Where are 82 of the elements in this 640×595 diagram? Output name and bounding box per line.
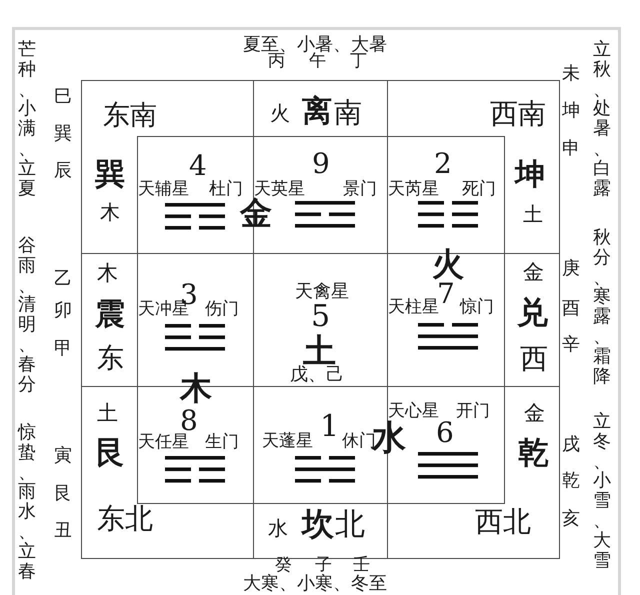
- branch-label: 丙: [268, 53, 285, 70]
- palace-number: 5: [311, 302, 330, 332]
- gate-name: 生门: [205, 434, 239, 451]
- star-name: 天任星: [138, 434, 189, 451]
- stem-label: 戊、己: [290, 366, 344, 384]
- element-label: 土: [97, 403, 118, 424]
- element-label: 水: [268, 518, 288, 538]
- direction-label: 西南: [490, 100, 546, 128]
- direction-label: 东北: [97, 505, 153, 533]
- branch-label: 未: [562, 65, 580, 83]
- solar-terms-label: 立冬、小雪、大雪: [593, 412, 611, 570]
- palace-number: 9: [312, 150, 330, 178]
- branch-label: 坤: [562, 102, 580, 120]
- trigram-name: 震: [95, 300, 125, 330]
- star-name: 天蓬星: [262, 433, 313, 450]
- branch-label: 巽: [54, 125, 72, 143]
- solar-terms-label: 秋分、寒露、霜降: [593, 228, 611, 386]
- gate-name: 景门: [343, 181, 377, 198]
- solar-terms-label: 惊蛰、雨水、立春: [18, 423, 36, 582]
- element-label: 火: [270, 103, 290, 123]
- element-label: 土: [523, 204, 543, 224]
- palace-number: 2: [434, 150, 452, 178]
- branch-label: 申: [562, 140, 580, 158]
- solar-terms-label: 夏至、小暑、大暑: [243, 36, 387, 54]
- trigram-name: 艮: [95, 438, 126, 469]
- branch-label: 庚: [562, 260, 580, 278]
- star-name: 天禽星: [295, 283, 349, 301]
- element-label: 火: [432, 248, 464, 280]
- direction-label: 西: [520, 345, 548, 373]
- branch-label: 亥: [562, 510, 580, 528]
- solar-terms-label: 谷雨、清明、春分: [18, 236, 36, 394]
- palace-number: 1: [320, 412, 340, 442]
- gate-name: 伤门: [205, 301, 239, 318]
- gate-name: 死门: [462, 181, 496, 198]
- branch-label: 午: [309, 53, 326, 70]
- star-name: 天辅星: [138, 181, 189, 198]
- branch-label: 酉: [562, 300, 580, 318]
- branch-label: 辛: [562, 336, 580, 354]
- trigram-name: 离: [302, 97, 332, 127]
- element-label: 土: [303, 334, 336, 367]
- palace-number: 8: [180, 407, 198, 435]
- palace-number: 6: [436, 419, 454, 447]
- branch-label: 卯: [54, 302, 72, 320]
- solar-terms-label: 大寒、小寒、冬至: [243, 575, 387, 593]
- trigram-name: 坤: [515, 160, 545, 190]
- star-name: 天芮星: [388, 181, 439, 198]
- star-name: 天英星: [254, 181, 305, 198]
- palace-number: 7: [437, 280, 455, 308]
- palace-number: 4: [189, 152, 207, 180]
- gate-name: 惊门: [460, 299, 494, 316]
- element-label: 金: [524, 403, 545, 424]
- element-label: 木: [97, 263, 118, 284]
- branch-label: 艮: [54, 485, 72, 503]
- solar-terms-label: 芒种、小满、立夏: [18, 40, 36, 198]
- element-label: 金: [523, 262, 544, 283]
- branch-label: 乙: [54, 270, 72, 288]
- branch-label: 丁: [350, 53, 367, 70]
- branch-label: 戌: [562, 436, 580, 454]
- branch-label: 壬: [353, 557, 370, 574]
- star-name: 天心星: [388, 403, 439, 420]
- direction-label: 西北: [475, 508, 531, 536]
- direction-label: 东: [97, 345, 124, 372]
- solar-terms-label: 立秋、处暑、白露: [593, 40, 611, 198]
- branch-label: 丑: [54, 522, 72, 540]
- direction-label: 东南: [103, 102, 157, 129]
- star-name: 天柱星: [388, 299, 439, 316]
- branch-label: 子: [315, 557, 332, 574]
- branch-label: 寅: [54, 447, 72, 465]
- gate-name: 杜门: [209, 181, 243, 198]
- branch-label: 癸: [275, 557, 292, 574]
- branch-label: 辰: [54, 162, 72, 180]
- gate-name: 开门: [456, 403, 490, 420]
- direction-label: 南: [334, 99, 362, 127]
- direction-label: 北: [335, 510, 365, 540]
- branch-label: 巳: [54, 88, 72, 106]
- trigram-name: 兑: [517, 298, 548, 329]
- trigram-name: 坎: [302, 508, 334, 540]
- trigram-name: 乾: [518, 438, 549, 469]
- branch-label: 甲: [54, 340, 72, 358]
- trigram-name: 巽: [95, 160, 125, 190]
- branch-label: 乾: [562, 472, 580, 490]
- element-label: 木: [100, 202, 120, 222]
